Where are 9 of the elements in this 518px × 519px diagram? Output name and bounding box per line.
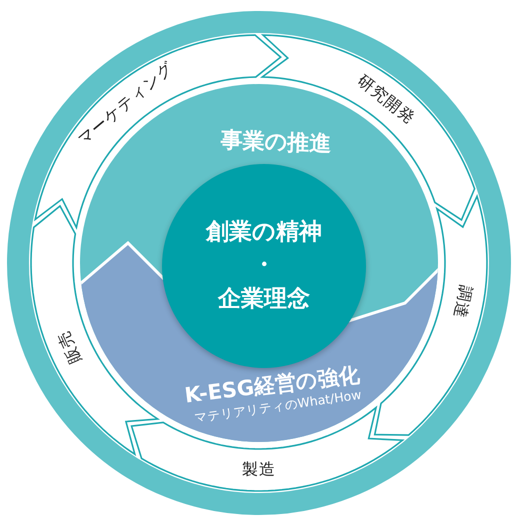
segment-label: 製造 bbox=[242, 460, 276, 480]
segment-label: 販売 bbox=[53, 327, 86, 367]
segment-label: 研究開発 bbox=[353, 70, 420, 130]
segment-label: 調達 bbox=[450, 284, 476, 322]
band-heading: 事業の推進 bbox=[220, 127, 332, 159]
core-text: ・ bbox=[252, 251, 276, 280]
segment-label: マーケティング bbox=[74, 58, 178, 151]
core-text: 創業の精神 bbox=[206, 218, 322, 247]
core-text: 企業理念 bbox=[218, 284, 310, 314]
